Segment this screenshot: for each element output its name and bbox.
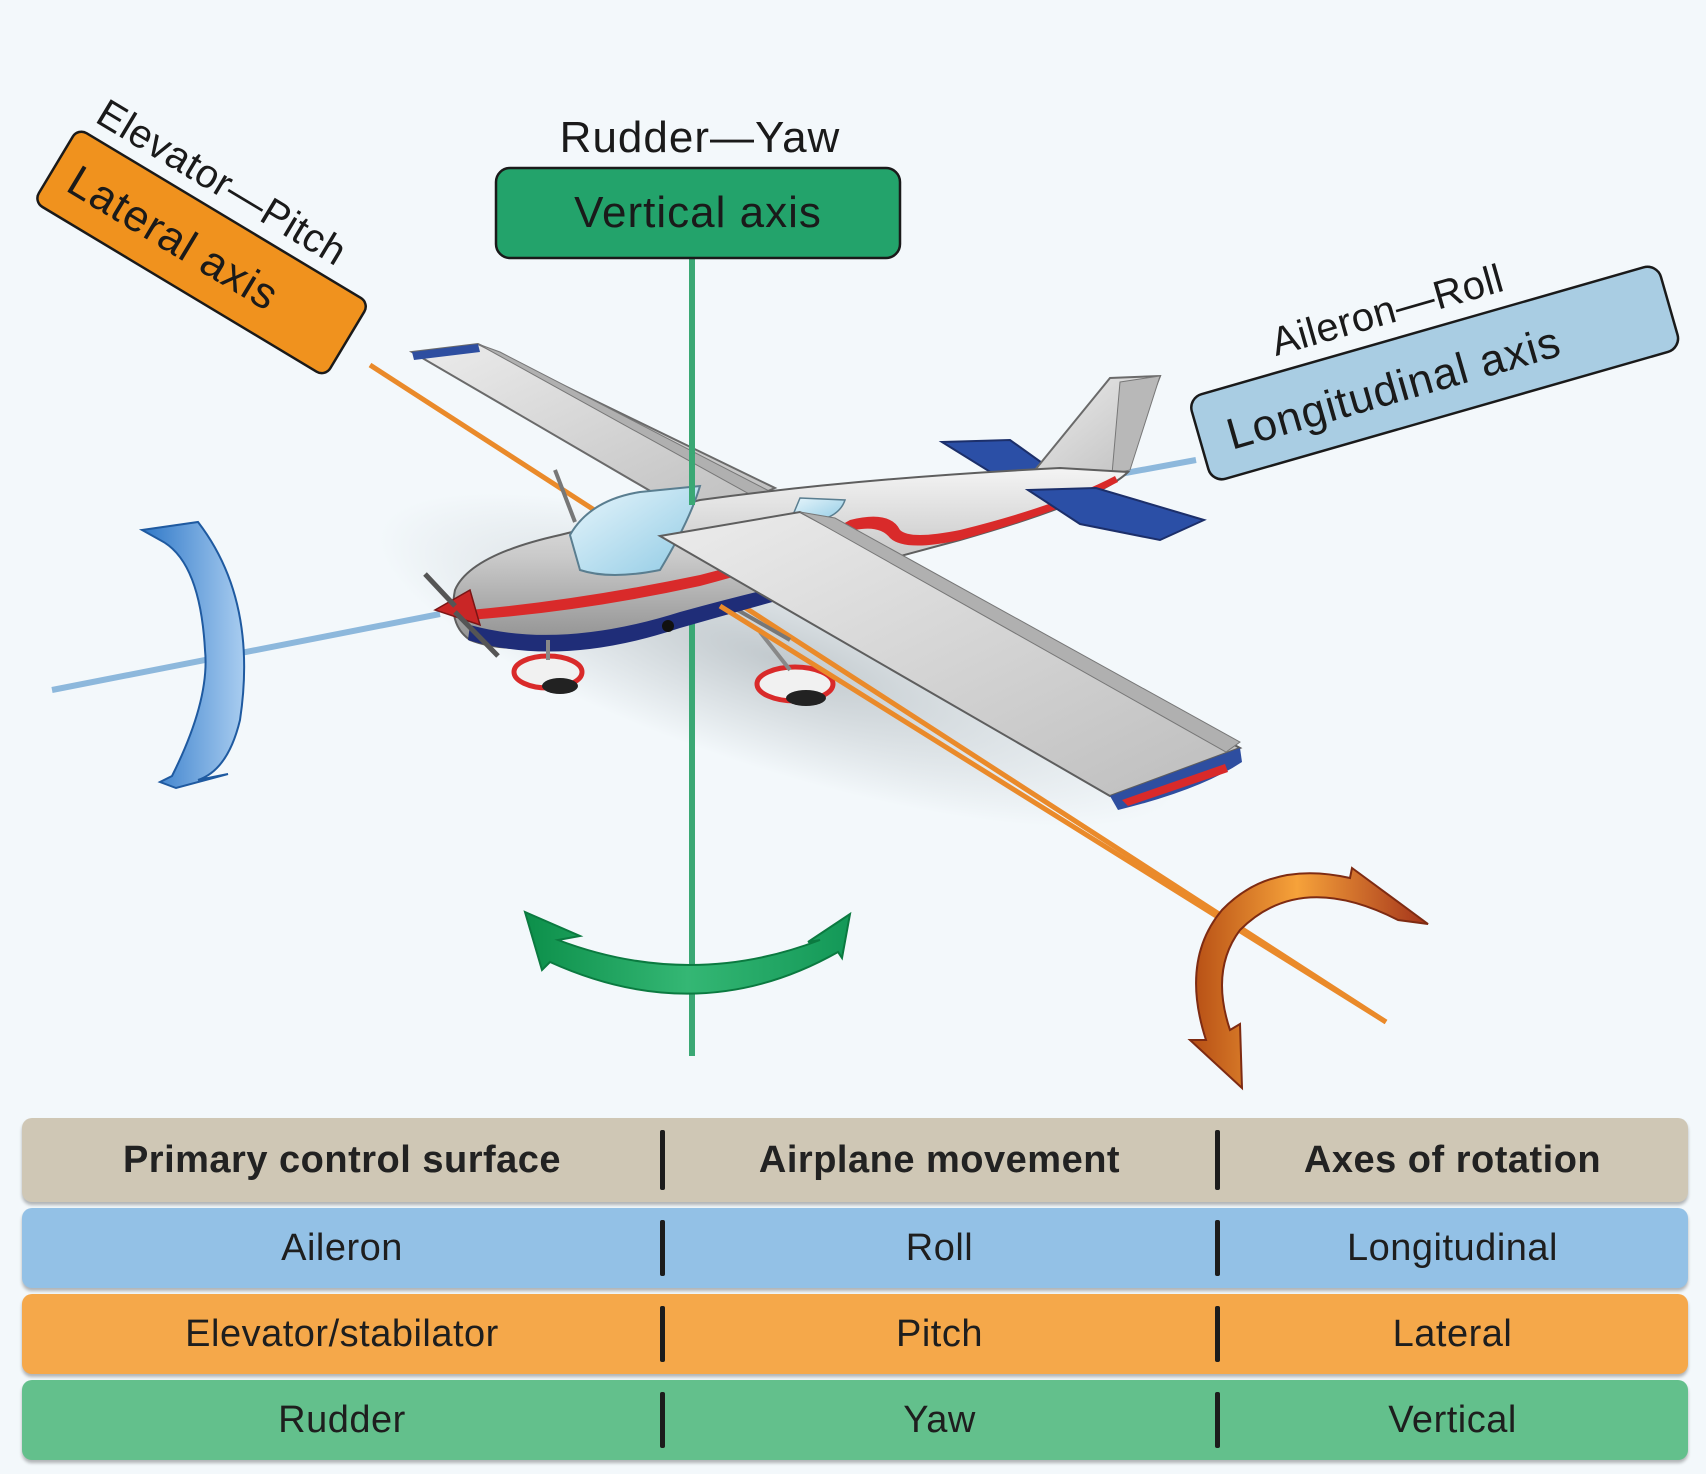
control-surface-table: Primary control surface Airplane movemen… (22, 1118, 1688, 1466)
vertical-axis-caption: Rudder—Yaw (560, 113, 841, 162)
longitudinal-axis-label-group: Longitudinal axis Aileron—Roll (1190, 257, 1680, 481)
cell-surface: Elevator/stabilator (185, 1312, 499, 1355)
column-divider (1215, 1392, 1220, 1448)
propeller-blade-top (423, 572, 457, 608)
cell-movement: Yaw (903, 1398, 976, 1441)
cell-surface: Aileron (281, 1226, 403, 1269)
propeller-blade-bottom (453, 610, 500, 658)
longitudinal-axis-line-rear (1119, 457, 1197, 477)
yaw-rotation-arrow (523, 910, 852, 995)
lateral-axis-label-group: Lateral axis Elevator—Pitch (36, 91, 367, 375)
canopy (568, 484, 702, 576)
longitudinal-axis-line (51, 611, 441, 693)
cell-movement: Roll (905, 1226, 974, 1269)
roll-rotation-arrow (138, 520, 246, 790)
column-divider (1215, 1130, 1220, 1190)
left-wing (408, 342, 778, 522)
airplane-illustration (408, 342, 1243, 810)
rudder (1111, 375, 1161, 475)
left-wing-tip (412, 344, 480, 360)
longitudinal-axis-box (1190, 265, 1680, 481)
nose-wheel (542, 678, 578, 694)
table-row-rudder: Rudder Yaw Vertical (22, 1380, 1688, 1460)
header-axes-of-rotation: Axes of rotation (1303, 1138, 1602, 1181)
cell-axis: Lateral (1392, 1312, 1513, 1355)
header-airplane-movement: Airplane movement (758, 1138, 1121, 1181)
vertical-axis-box (494, 166, 902, 260)
column-divider (660, 1306, 665, 1362)
cell-axis: Vertical (1388, 1398, 1517, 1441)
lateral-axis-line-front (718, 603, 1388, 1025)
table-row-aileron: Aileron Roll Longitudinal (22, 1208, 1688, 1288)
right-wing-flap (799, 511, 1241, 753)
left-strut (553, 469, 577, 523)
column-divider (660, 1392, 665, 1448)
column-divider (660, 1220, 665, 1276)
center-of-gravity (662, 620, 674, 632)
right-wing-tip-red (1122, 764, 1228, 806)
header-primary-control-surface: Primary control surface (122, 1138, 562, 1181)
cell-surface: Rudder (278, 1398, 406, 1441)
cell-axis: Longitudinal (1347, 1226, 1558, 1269)
lateral-axis-box (36, 130, 367, 375)
table-header-row: Primary control surface Airplane movemen… (22, 1118, 1688, 1202)
right-stabilizer (1024, 486, 1207, 542)
lateral-axis-line (368, 362, 1388, 1025)
main-wheel (786, 690, 826, 706)
table-row-elevator: Elevator/stabilator Pitch Lateral (22, 1294, 1688, 1374)
main-gear-leg (758, 630, 792, 672)
pitch-rotation-arrow (1187, 866, 1429, 1091)
column-divider (1215, 1220, 1220, 1276)
column-divider (1215, 1306, 1220, 1362)
cell-movement: Pitch (896, 1312, 983, 1355)
column-divider (660, 1130, 665, 1190)
vertical-axis-box-label: Vertical axis (574, 188, 822, 237)
